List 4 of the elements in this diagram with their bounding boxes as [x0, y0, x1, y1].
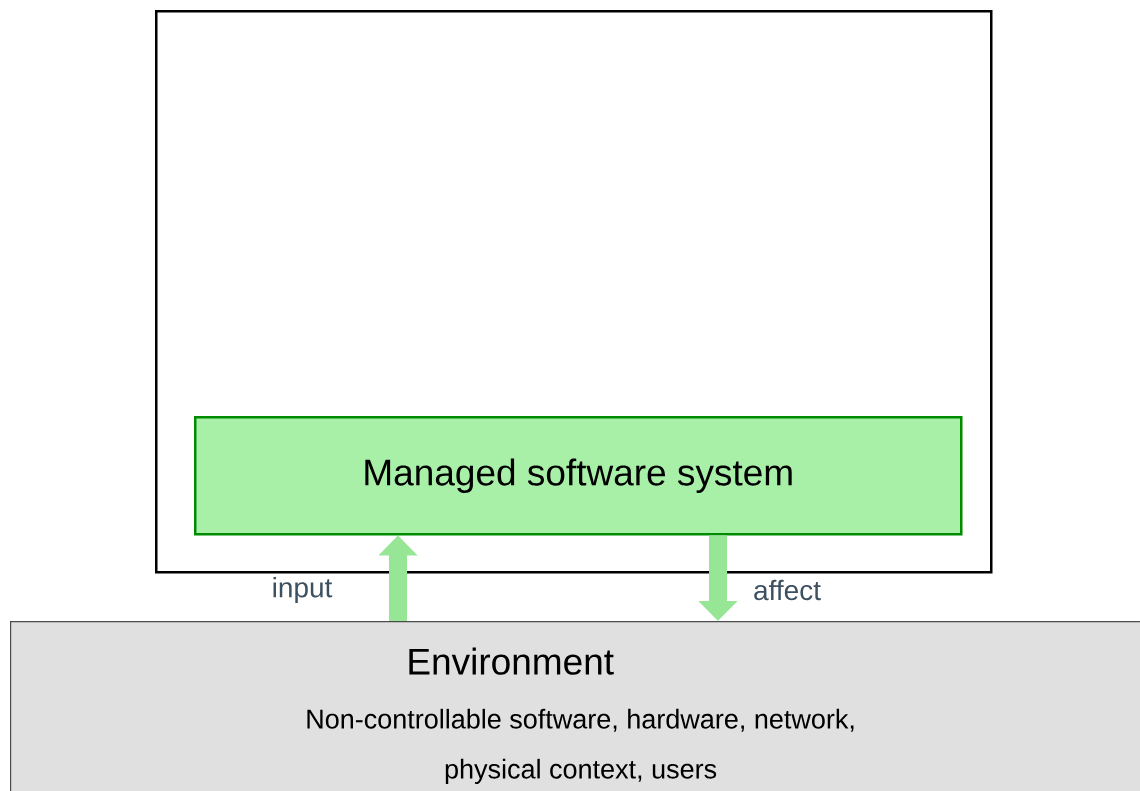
process-box: Managed software system	[194, 416, 963, 536]
edge-label: input	[273, 576, 333, 604]
edge-label: affect	[754, 579, 821, 601]
environment-box: Environment Non-controllable software, hardware, network, physical context, users	[10, 621, 1140, 791]
